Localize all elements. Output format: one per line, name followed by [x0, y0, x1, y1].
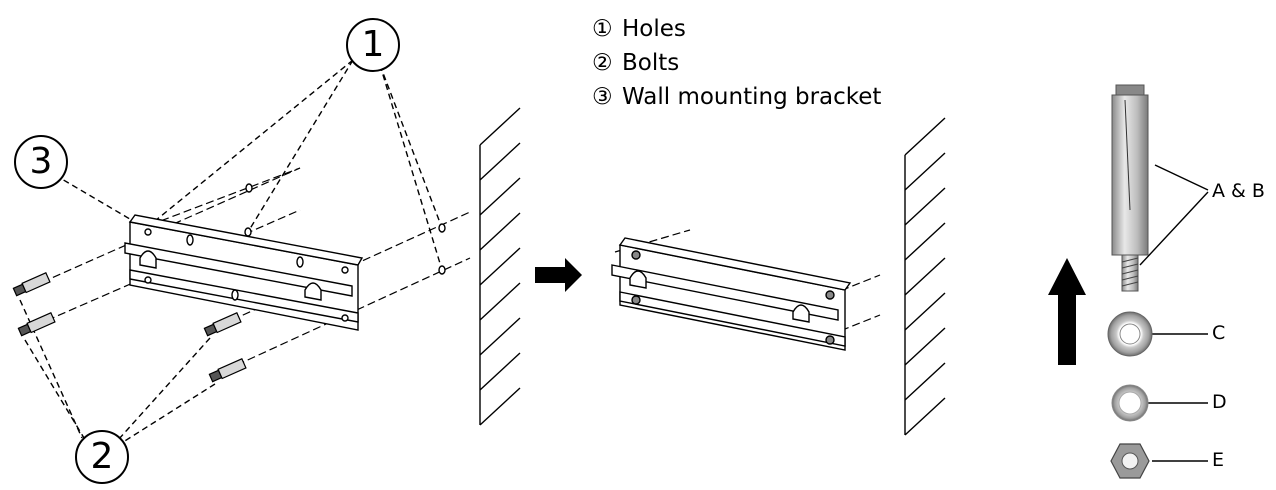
legend-label: Holes: [622, 16, 686, 42]
part-label-d: D: [1212, 391, 1227, 413]
assembled-view: [611, 117, 946, 436]
part-label-a-b: A & B: [1212, 180, 1265, 202]
legend: ① Holes ② Bolts ③ Wall mounting bracket: [592, 12, 881, 114]
up-arrow-icon: [1048, 258, 1086, 365]
legend-item-bolts: ② Bolts: [592, 46, 881, 80]
legend-number: ②: [592, 50, 613, 76]
wall-bracket-exploded: [124, 214, 364, 331]
anchor-bolt: [1111, 84, 1149, 292]
callout-holes: 1: [346, 18, 400, 72]
transition-arrow-icon: [535, 258, 582, 292]
part-label-c: C: [1212, 322, 1226, 344]
exploded-view: [12, 59, 521, 445]
legend-item-holes: ① Holes: [592, 12, 881, 46]
wall-bracket-assembled: [611, 237, 852, 351]
wall-right: [904, 117, 946, 436]
legend-number: ③: [592, 84, 613, 110]
callout-bolts: 2: [75, 430, 129, 484]
legend-number: ①: [592, 16, 613, 42]
legend-label: Bolts: [622, 50, 680, 76]
part-label-e: E: [1212, 449, 1225, 471]
callout-bracket: 3: [14, 135, 68, 189]
legend-label: Wall mounting bracket: [622, 84, 882, 110]
legend-item-bracket: ③ Wall mounting bracket: [592, 80, 881, 114]
bolt-parts-exploded: [12, 271, 247, 383]
wall-left: [479, 107, 521, 426]
holes-leader-lines: [54, 59, 443, 271]
anchor-bolt-parts: [1048, 84, 1209, 479]
